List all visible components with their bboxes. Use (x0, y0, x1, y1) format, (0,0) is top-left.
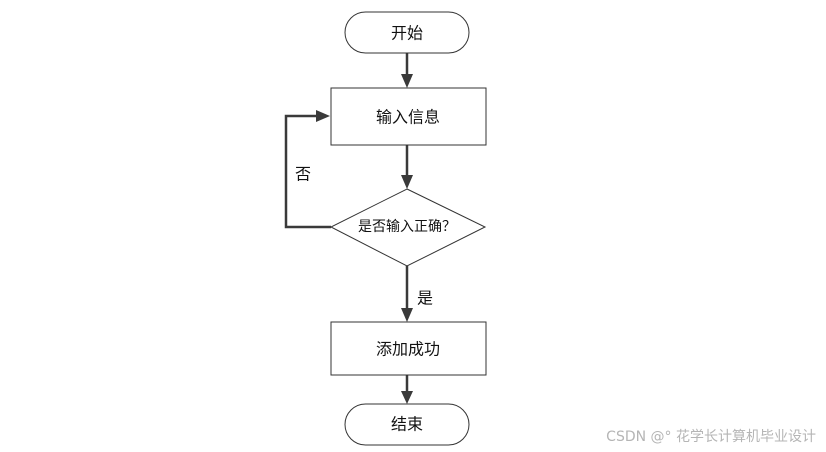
success-node: 添加成功 (330, 321, 487, 376)
no-label: 否 (295, 165, 311, 184)
arrow-input-to-decision (401, 175, 413, 189)
yes-label: 是 (417, 289, 433, 308)
arrow-success-to-end (401, 391, 413, 404)
watermark: CSDN @° 花学长计算机毕业设计 (606, 429, 816, 445)
arrow-decision-to-success (401, 308, 413, 322)
end-node: 结束 (344, 403, 470, 446)
edge-no-loop (284, 114, 331, 229)
start-node: 开始 (344, 11, 470, 54)
decision-label: 是否输入正确？ (358, 219, 456, 235)
decision-node: 是否输入正确？ (329, 188, 487, 267)
end-label: 结束 (391, 415, 423, 434)
success-label: 添加成功 (376, 340, 440, 359)
start-label: 开始 (391, 24, 423, 43)
input-node: 输入信息 (330, 87, 487, 146)
arrow-start-to-input (401, 74, 413, 88)
input-label: 输入信息 (376, 108, 440, 127)
arrow-no-loop (316, 110, 330, 122)
